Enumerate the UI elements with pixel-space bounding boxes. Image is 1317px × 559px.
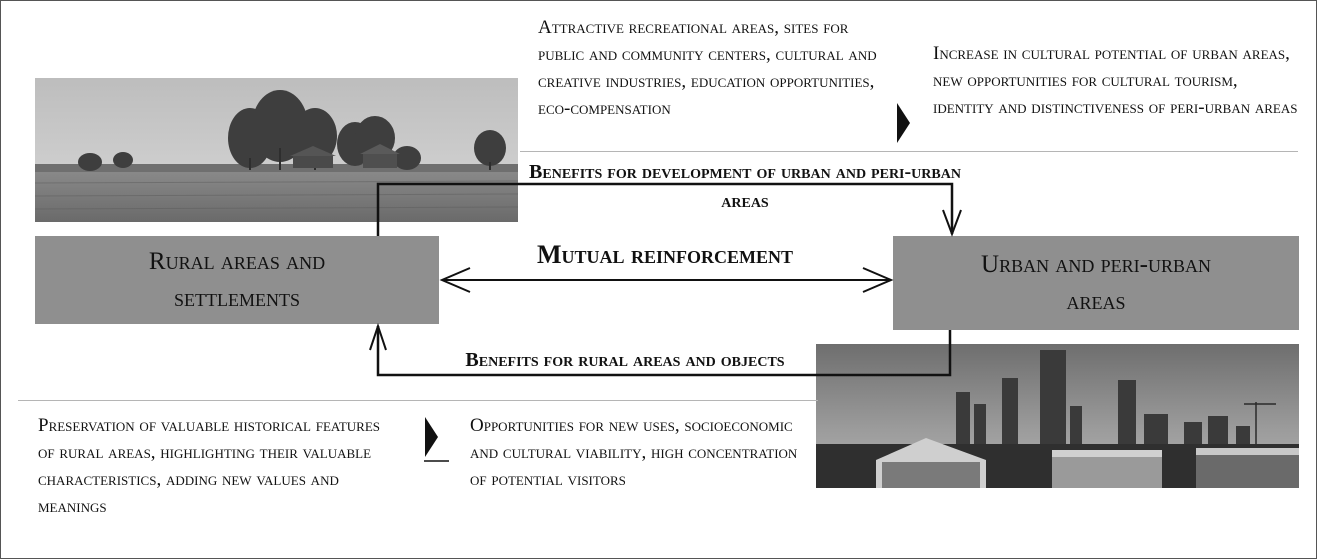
bottom-right-text: Opportunities for new uses, socioeconomi… [470, 415, 798, 490]
benefits-rural-label: Benefits for rural areas and objects [465, 349, 785, 371]
rural-benefits-arrow [376, 326, 952, 377]
urban-benefits-arrowhead [942, 209, 962, 237]
city-skyline-photo [816, 344, 1299, 488]
bottom-left-text: Preservation of valuable historical feat… [38, 415, 381, 517]
top-left-text: Attractive recreational areas, sites for… [538, 17, 877, 119]
mutual-arrowhead-left [439, 267, 471, 293]
mutual-arrowhead-right [862, 267, 894, 293]
urban-benefits-arrow [376, 182, 954, 236]
rural-benefits-arrowhead [369, 322, 387, 351]
top-pointer-icon [897, 103, 910, 143]
rural-landscape-photo [35, 78, 518, 222]
rural-areas-box: Rural areas and settlements [35, 236, 439, 324]
top-right-text: Increase in cultural potential of urban … [933, 43, 1298, 118]
mutual-reinforcement-label: Mutual reinforcement [536, 240, 794, 269]
benefits-urban-label: Benefits for development of urban and pe… [529, 161, 961, 212]
top-divider-rule [520, 151, 1298, 152]
bottom-pointer-icon [425, 417, 438, 457]
bottom-divider-rule [18, 400, 818, 401]
urban-areas-box: Urban and peri-urban areas [893, 236, 1299, 330]
